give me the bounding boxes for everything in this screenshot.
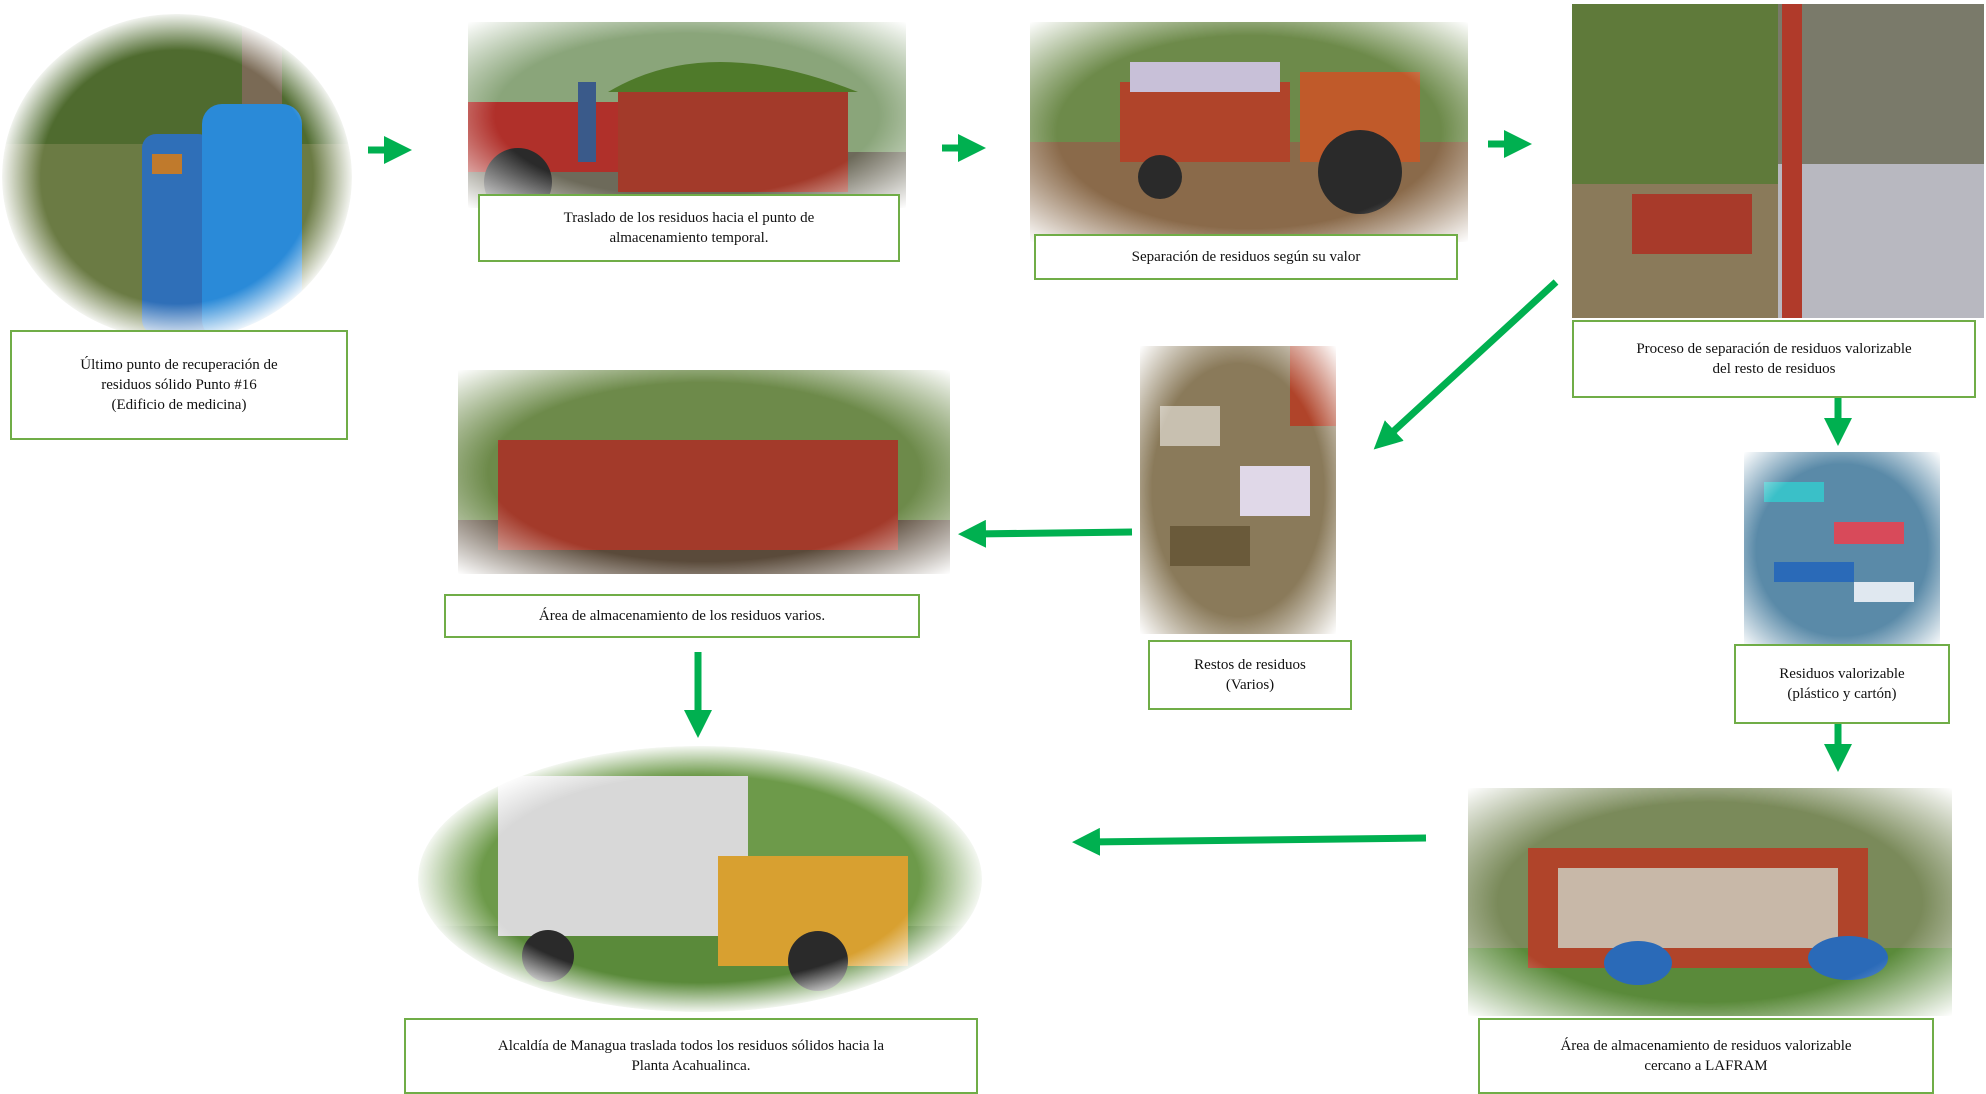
caption-step-9: Alcaldía de Managua traslada todos los r…: [404, 1018, 978, 1094]
photo-mixed-waste: [1140, 346, 1336, 634]
photo-waste-bins: [2, 14, 352, 340]
photo-tractor-loaded: [1030, 22, 1468, 242]
photo-tractor-branches: [468, 22, 906, 208]
caption-step-6: Restos de residuos (Varios): [1148, 640, 1352, 710]
caption-step-4: Proceso de separación de residuos valori…: [1572, 320, 1976, 398]
photo-yellow-truck: [418, 746, 982, 1012]
arrow-6-to-7: [958, 519, 1133, 548]
photo-plastic-bottles: [1744, 452, 1940, 648]
caption-step-3: Separación de residuos según su valor: [1034, 234, 1458, 280]
caption-step-1: Último punto de recuperación de residuos…: [10, 330, 348, 440]
caption-step-8: Área de almacenamiento de residuos valor…: [1478, 1018, 1934, 1094]
caption-step-7: Área de almacenamiento de los residuos v…: [444, 594, 920, 638]
caption-step-2: Traslado de los residuos hacia el punto …: [478, 194, 900, 262]
caption-step-5: Residuos valorizable (plástico y cartón): [1734, 644, 1950, 724]
arrow-4-to-6: [1373, 279, 1559, 450]
photo-separation-process: [1572, 4, 1984, 318]
photo-red-container: [458, 370, 950, 574]
arrow-8-to-9: [1072, 827, 1427, 856]
photo-recyclables-container: [1468, 788, 1952, 1016]
